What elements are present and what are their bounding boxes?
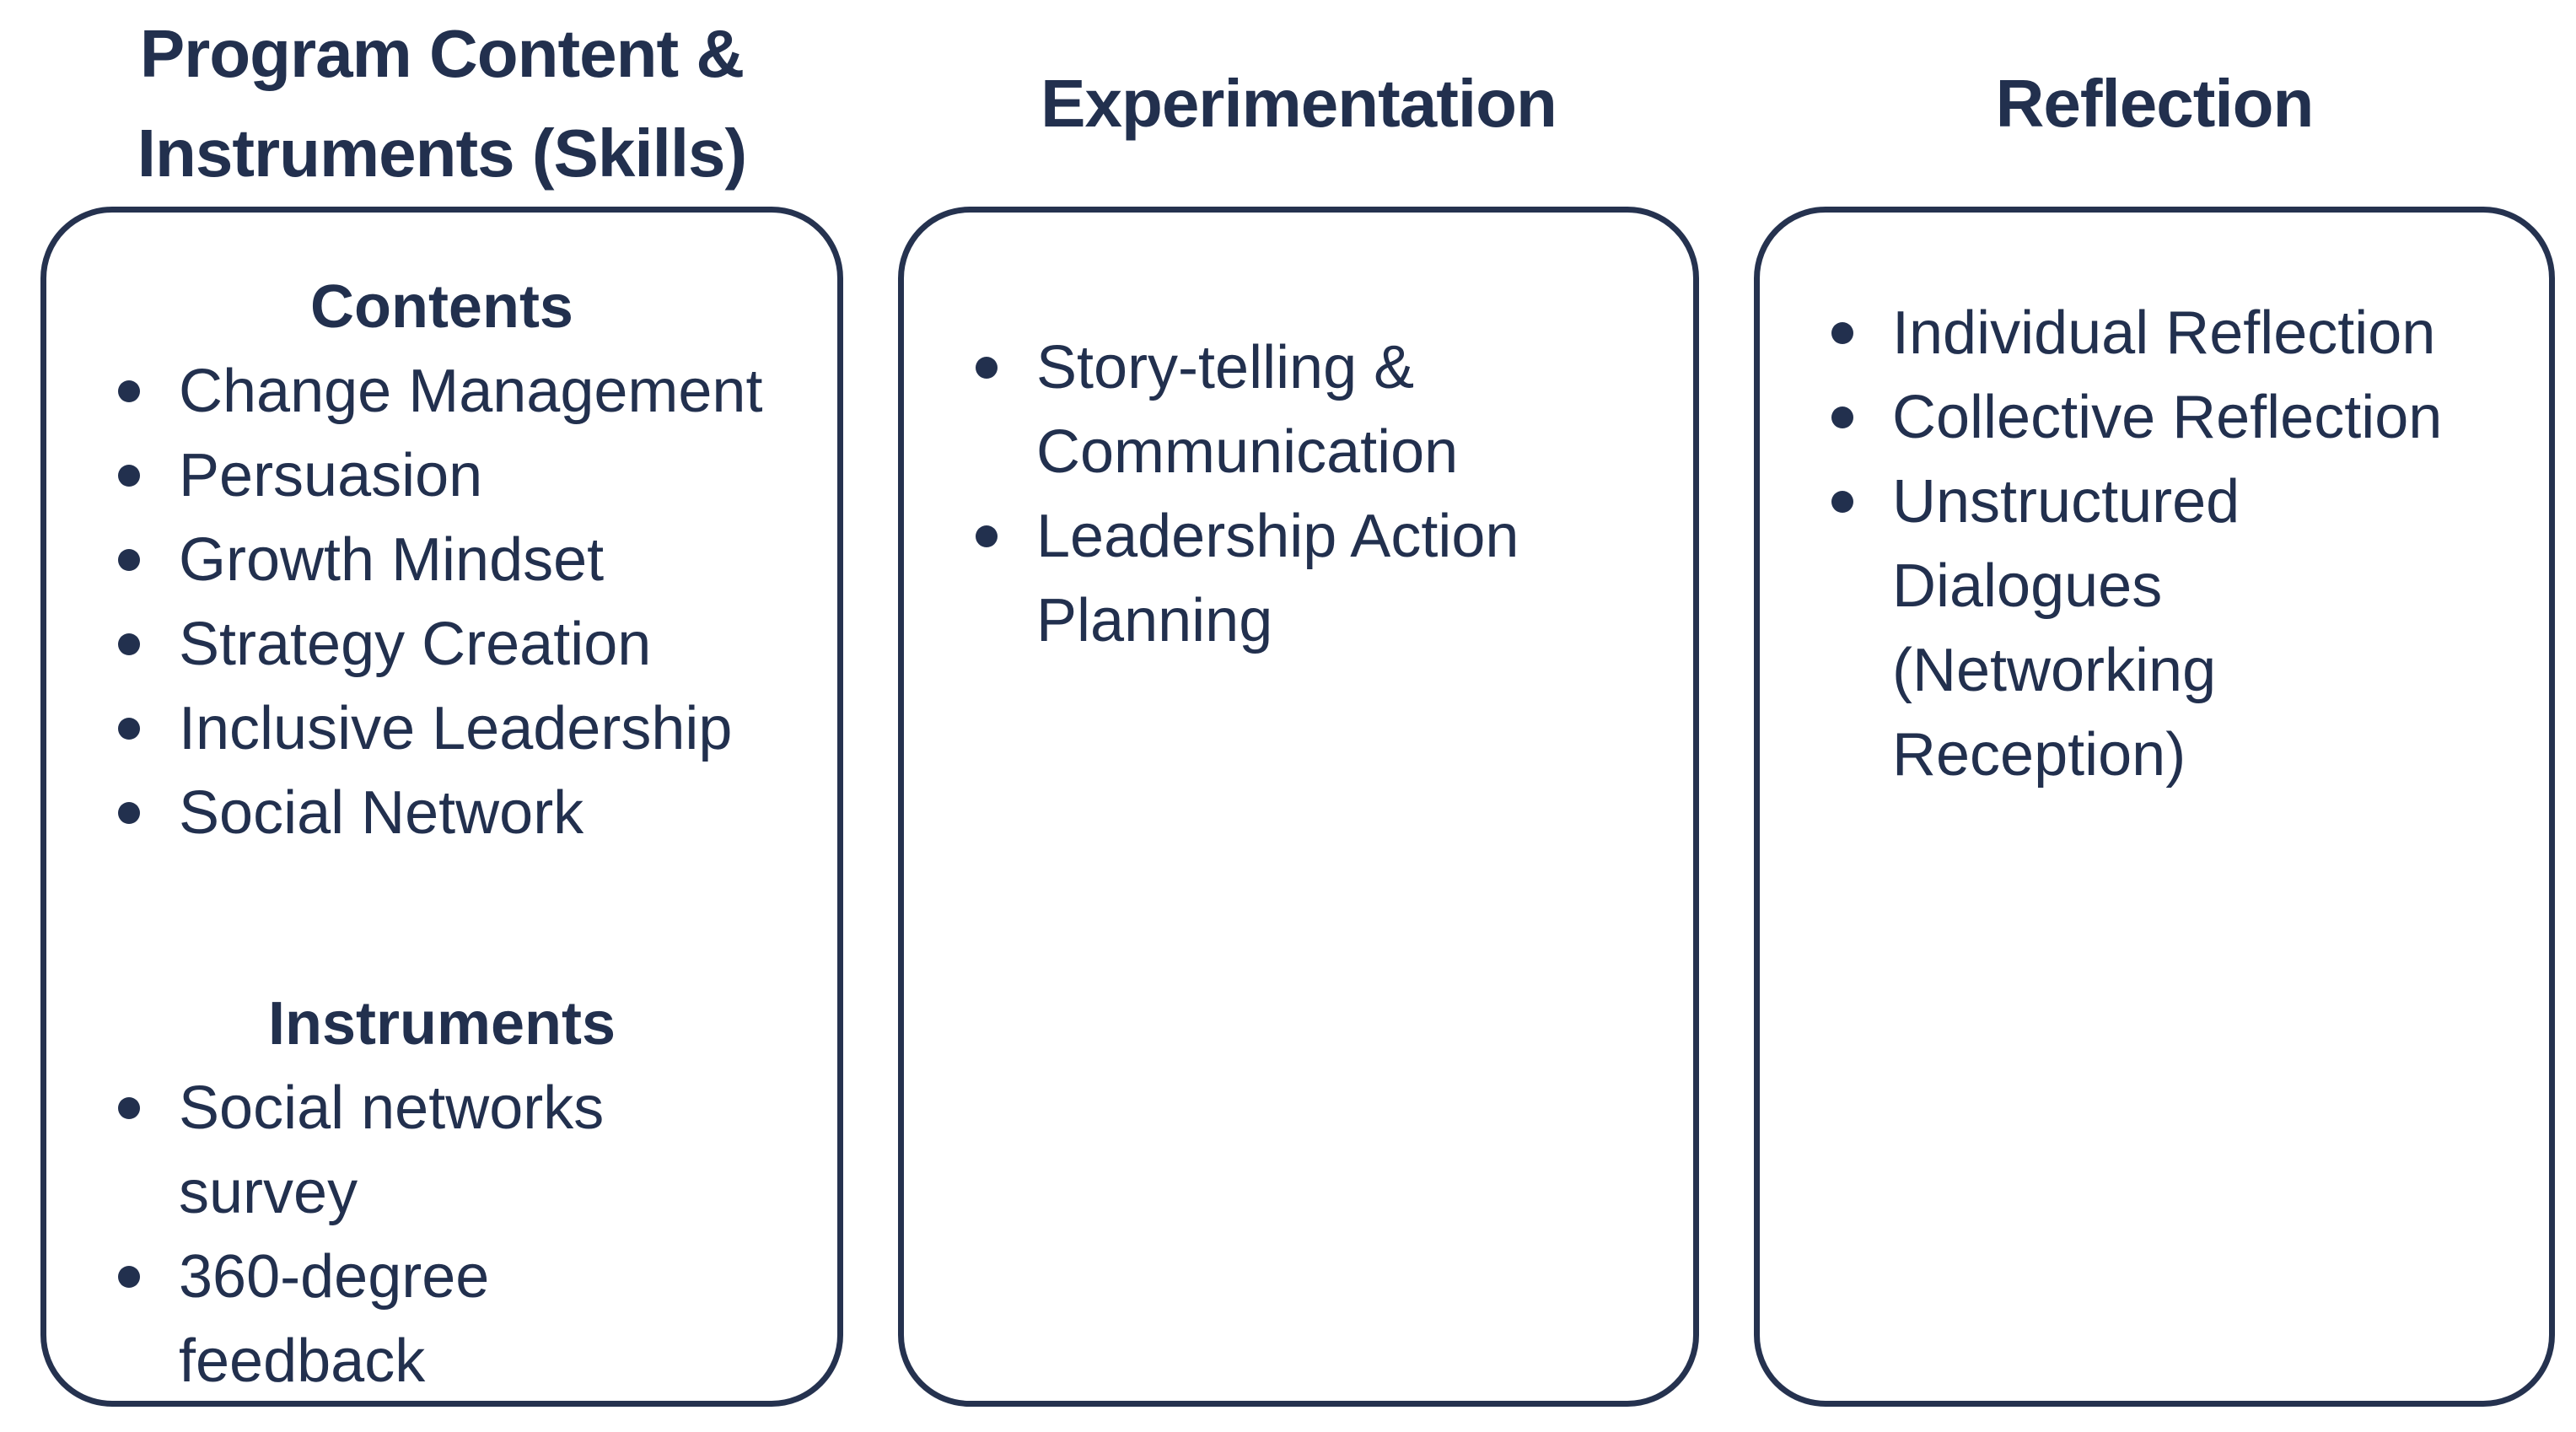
list-item: Story-telling & Communication <box>976 326 1676 494</box>
list-item-text: 360-degree feedback <box>179 1243 490 1395</box>
list-item: Growth Mindset <box>118 518 820 602</box>
bullet-icon <box>118 802 140 824</box>
program-content-box: Contents Change Management Persuasion Gr… <box>40 207 843 1407</box>
bullet-icon <box>976 525 998 547</box>
list-item-text: Growth Mindset <box>179 526 605 594</box>
bullet-icon <box>118 549 140 571</box>
list-item: Strategy Creation <box>118 602 820 686</box>
section-title-instruments: Instruments <box>267 990 616 1058</box>
column-program-content: Program Content & Instruments (Skills) C… <box>40 0 843 1432</box>
list-item-text: Story-telling & Communication <box>1036 334 1459 486</box>
list-item: Social networks survey <box>118 1066 820 1235</box>
section-title-contents: Contents <box>310 273 573 341</box>
header-line: Reflection <box>1995 65 2315 141</box>
column-reflection: Reflection Individual Reflection Collect… <box>1754 0 2555 1432</box>
list-item: Unstructured Dialogues (Networking Recep… <box>1831 460 2532 797</box>
list-item: Collective Reflection <box>1831 375 2532 460</box>
header-line: Program Content & <box>139 15 745 91</box>
bullet-icon <box>118 718 140 740</box>
list-item-text: Leadership Action Planning <box>1036 503 1519 654</box>
column-header-experimentation: Experimentation <box>898 0 1699 207</box>
bullet-icon <box>1831 491 1853 513</box>
reflection-box: Individual Reflection Collective Reflect… <box>1754 207 2555 1407</box>
list-item: Change Management <box>118 349 820 433</box>
bullet-icon <box>118 380 140 402</box>
list-item-text: Unstructured Dialogues (Networking Recep… <box>1892 468 2240 789</box>
bullet-icon <box>1831 406 1853 428</box>
list-item: Inclusive Leadership <box>118 686 820 771</box>
list-item-text: Individual Reflection <box>1892 299 2436 367</box>
bullet-icon <box>118 465 140 487</box>
bullet-icon <box>976 357 998 379</box>
column-header-program-content: Program Content & Instruments (Skills) <box>40 0 843 207</box>
list-item-text: Inclusive Leadership <box>179 695 733 762</box>
column-header-reflection: Reflection <box>1754 0 2555 207</box>
column-experimentation: Experimentation Story-telling & Communic… <box>898 0 1699 1432</box>
list-item-text: Strategy Creation <box>179 611 652 678</box>
list-item: Social Network <box>118 771 820 855</box>
list-item-text: Collective Reflection <box>1892 384 2443 451</box>
bullet-icon <box>118 1266 140 1288</box>
reflection-list: Individual Reflection Collective Reflect… <box>1760 291 2549 797</box>
list-item-text: Social networks survey <box>179 1074 605 1226</box>
bullet-icon <box>118 1097 140 1119</box>
header-line: Instruments (Skills) <box>137 115 747 191</box>
list-item: Individual Reflection <box>1831 291 2532 375</box>
list-item-text: Change Management <box>179 358 763 425</box>
experimentation-list: Story-telling & Communication Leadership… <box>904 326 1693 663</box>
list-item: Persuasion <box>118 433 820 518</box>
list-item-text: Persuasion <box>179 442 483 509</box>
contents-list: Change Management Persuasion Growth Mind… <box>46 349 837 855</box>
list-item: Leadership Action Planning <box>976 494 1676 663</box>
list-item: 360-degree feedback <box>118 1235 820 1403</box>
bullet-icon <box>1831 322 1853 344</box>
header-line: Experimentation <box>1041 65 1557 141</box>
instruments-list: Social networks survey 360-degree feedba… <box>46 1066 837 1403</box>
list-item-text: Social Network <box>179 779 584 847</box>
bullet-icon <box>118 633 140 655</box>
experimentation-box: Story-telling & Communication Leadership… <box>898 207 1699 1407</box>
